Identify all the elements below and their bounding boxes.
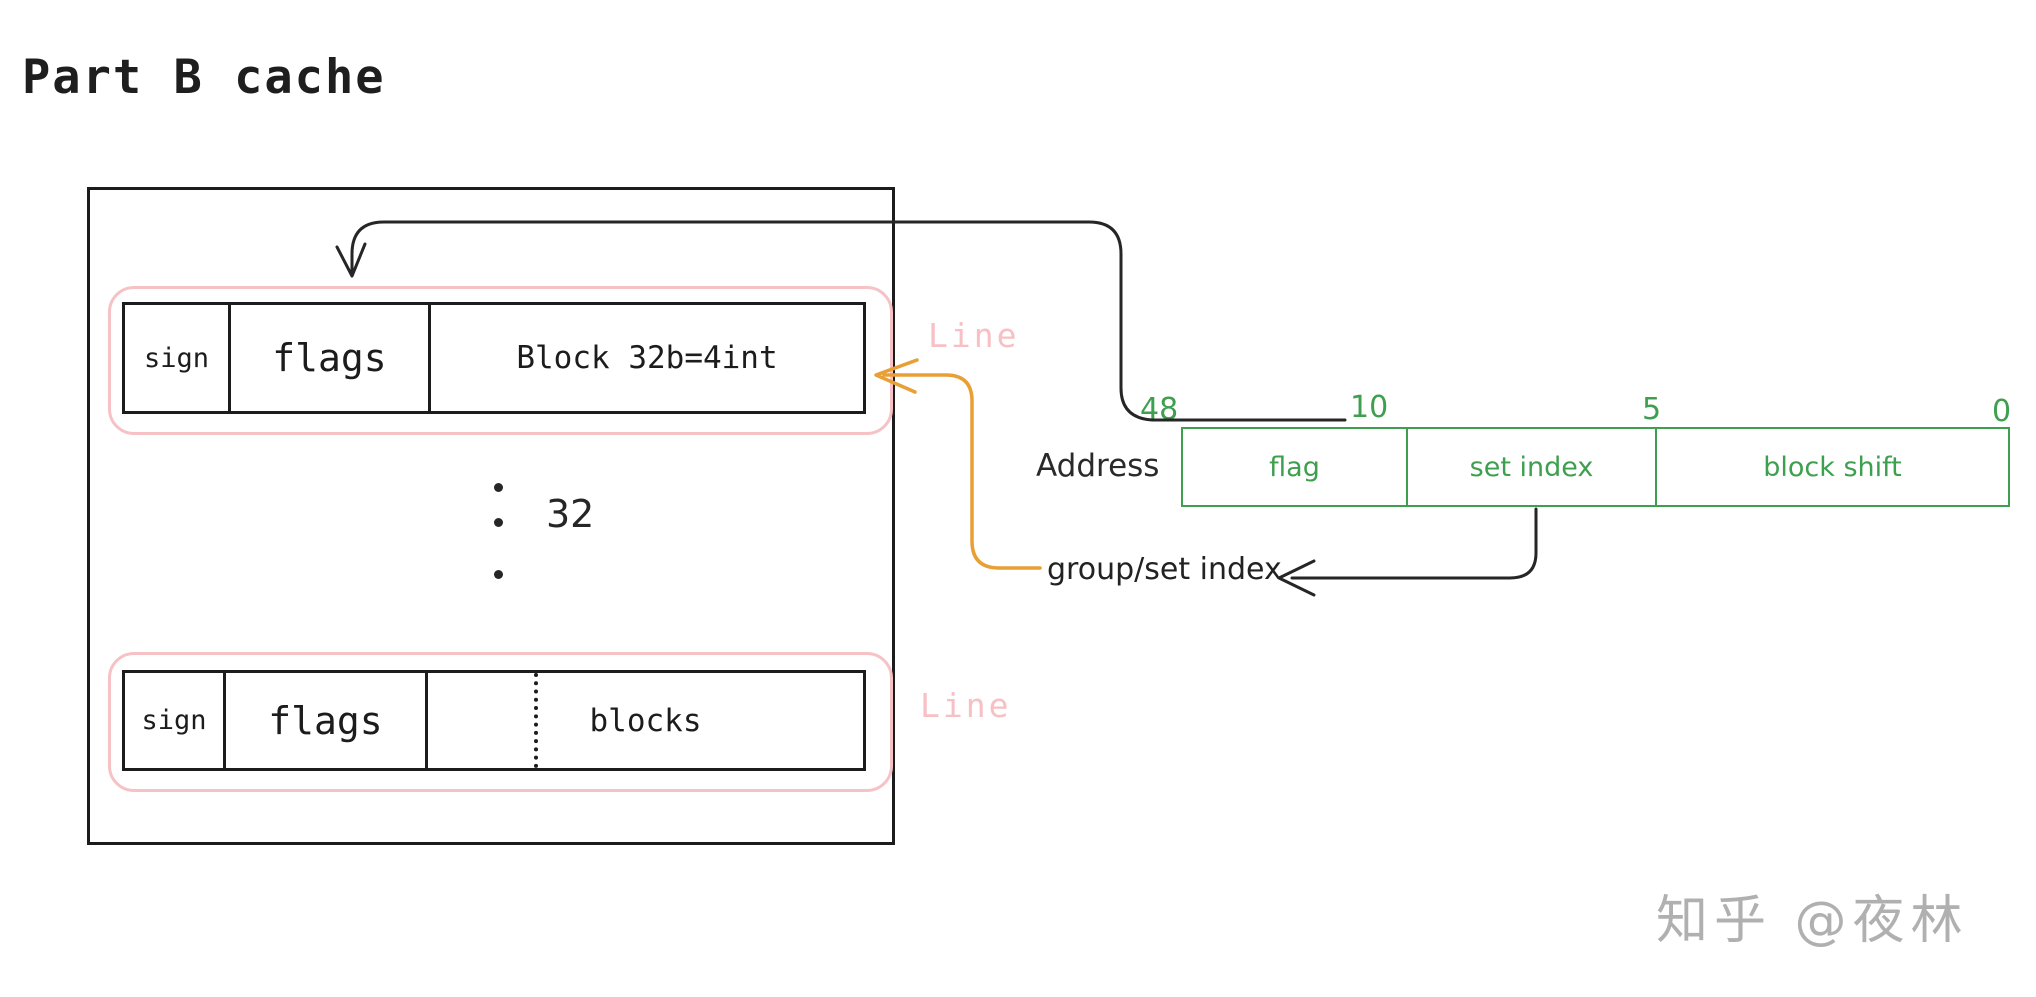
line2-cell-flags: flags xyxy=(226,673,428,768)
bit-mark-0: 0 xyxy=(1992,394,2012,429)
arrow-groupset-to-line1-icon xyxy=(874,358,1042,570)
ellipsis-dot xyxy=(494,483,503,492)
line1-cell-flags: flags xyxy=(231,305,431,411)
line2-label: Line xyxy=(920,686,1012,725)
address-label: Address xyxy=(1036,448,1160,484)
cache-line-2-table: sign flags blocks xyxy=(122,670,866,771)
arrow-setindex-to-label-icon xyxy=(1277,507,1538,597)
line1-cell-sign: sign xyxy=(125,305,231,411)
bit-mark-48: 48 xyxy=(1140,392,1179,427)
address-field-set-index: set index xyxy=(1408,429,1657,505)
watermark: 知乎 @夜林 xyxy=(1656,891,1969,951)
address-field-flag: flag xyxy=(1183,429,1408,505)
cache-line-1-table: sign flags Block 32b=4int xyxy=(122,302,866,414)
bit-mark-5: 5 xyxy=(1642,392,1662,427)
address-field-block-shift: block shift xyxy=(1763,451,1902,483)
ellipsis-dot xyxy=(494,570,503,579)
line2-blocks-text: blocks xyxy=(589,702,702,739)
page-title: Part B cache xyxy=(22,50,386,105)
bit-mark-10: 10 xyxy=(1350,390,1389,425)
line2-cell-sign: sign xyxy=(125,673,226,768)
dotted-divider xyxy=(534,673,538,768)
line2-cell-blocks: blocks xyxy=(428,673,863,768)
line1-label: Line xyxy=(928,316,1020,355)
ellipsis-dot xyxy=(494,518,503,527)
group-set-index-label: group/set index xyxy=(1047,552,1282,587)
address-box: flag set index block shift xyxy=(1181,427,2010,507)
line1-cell-block: Block 32b=4int xyxy=(516,340,778,376)
line-count: 32 xyxy=(546,492,595,536)
cache-line-2-outline xyxy=(108,652,893,792)
